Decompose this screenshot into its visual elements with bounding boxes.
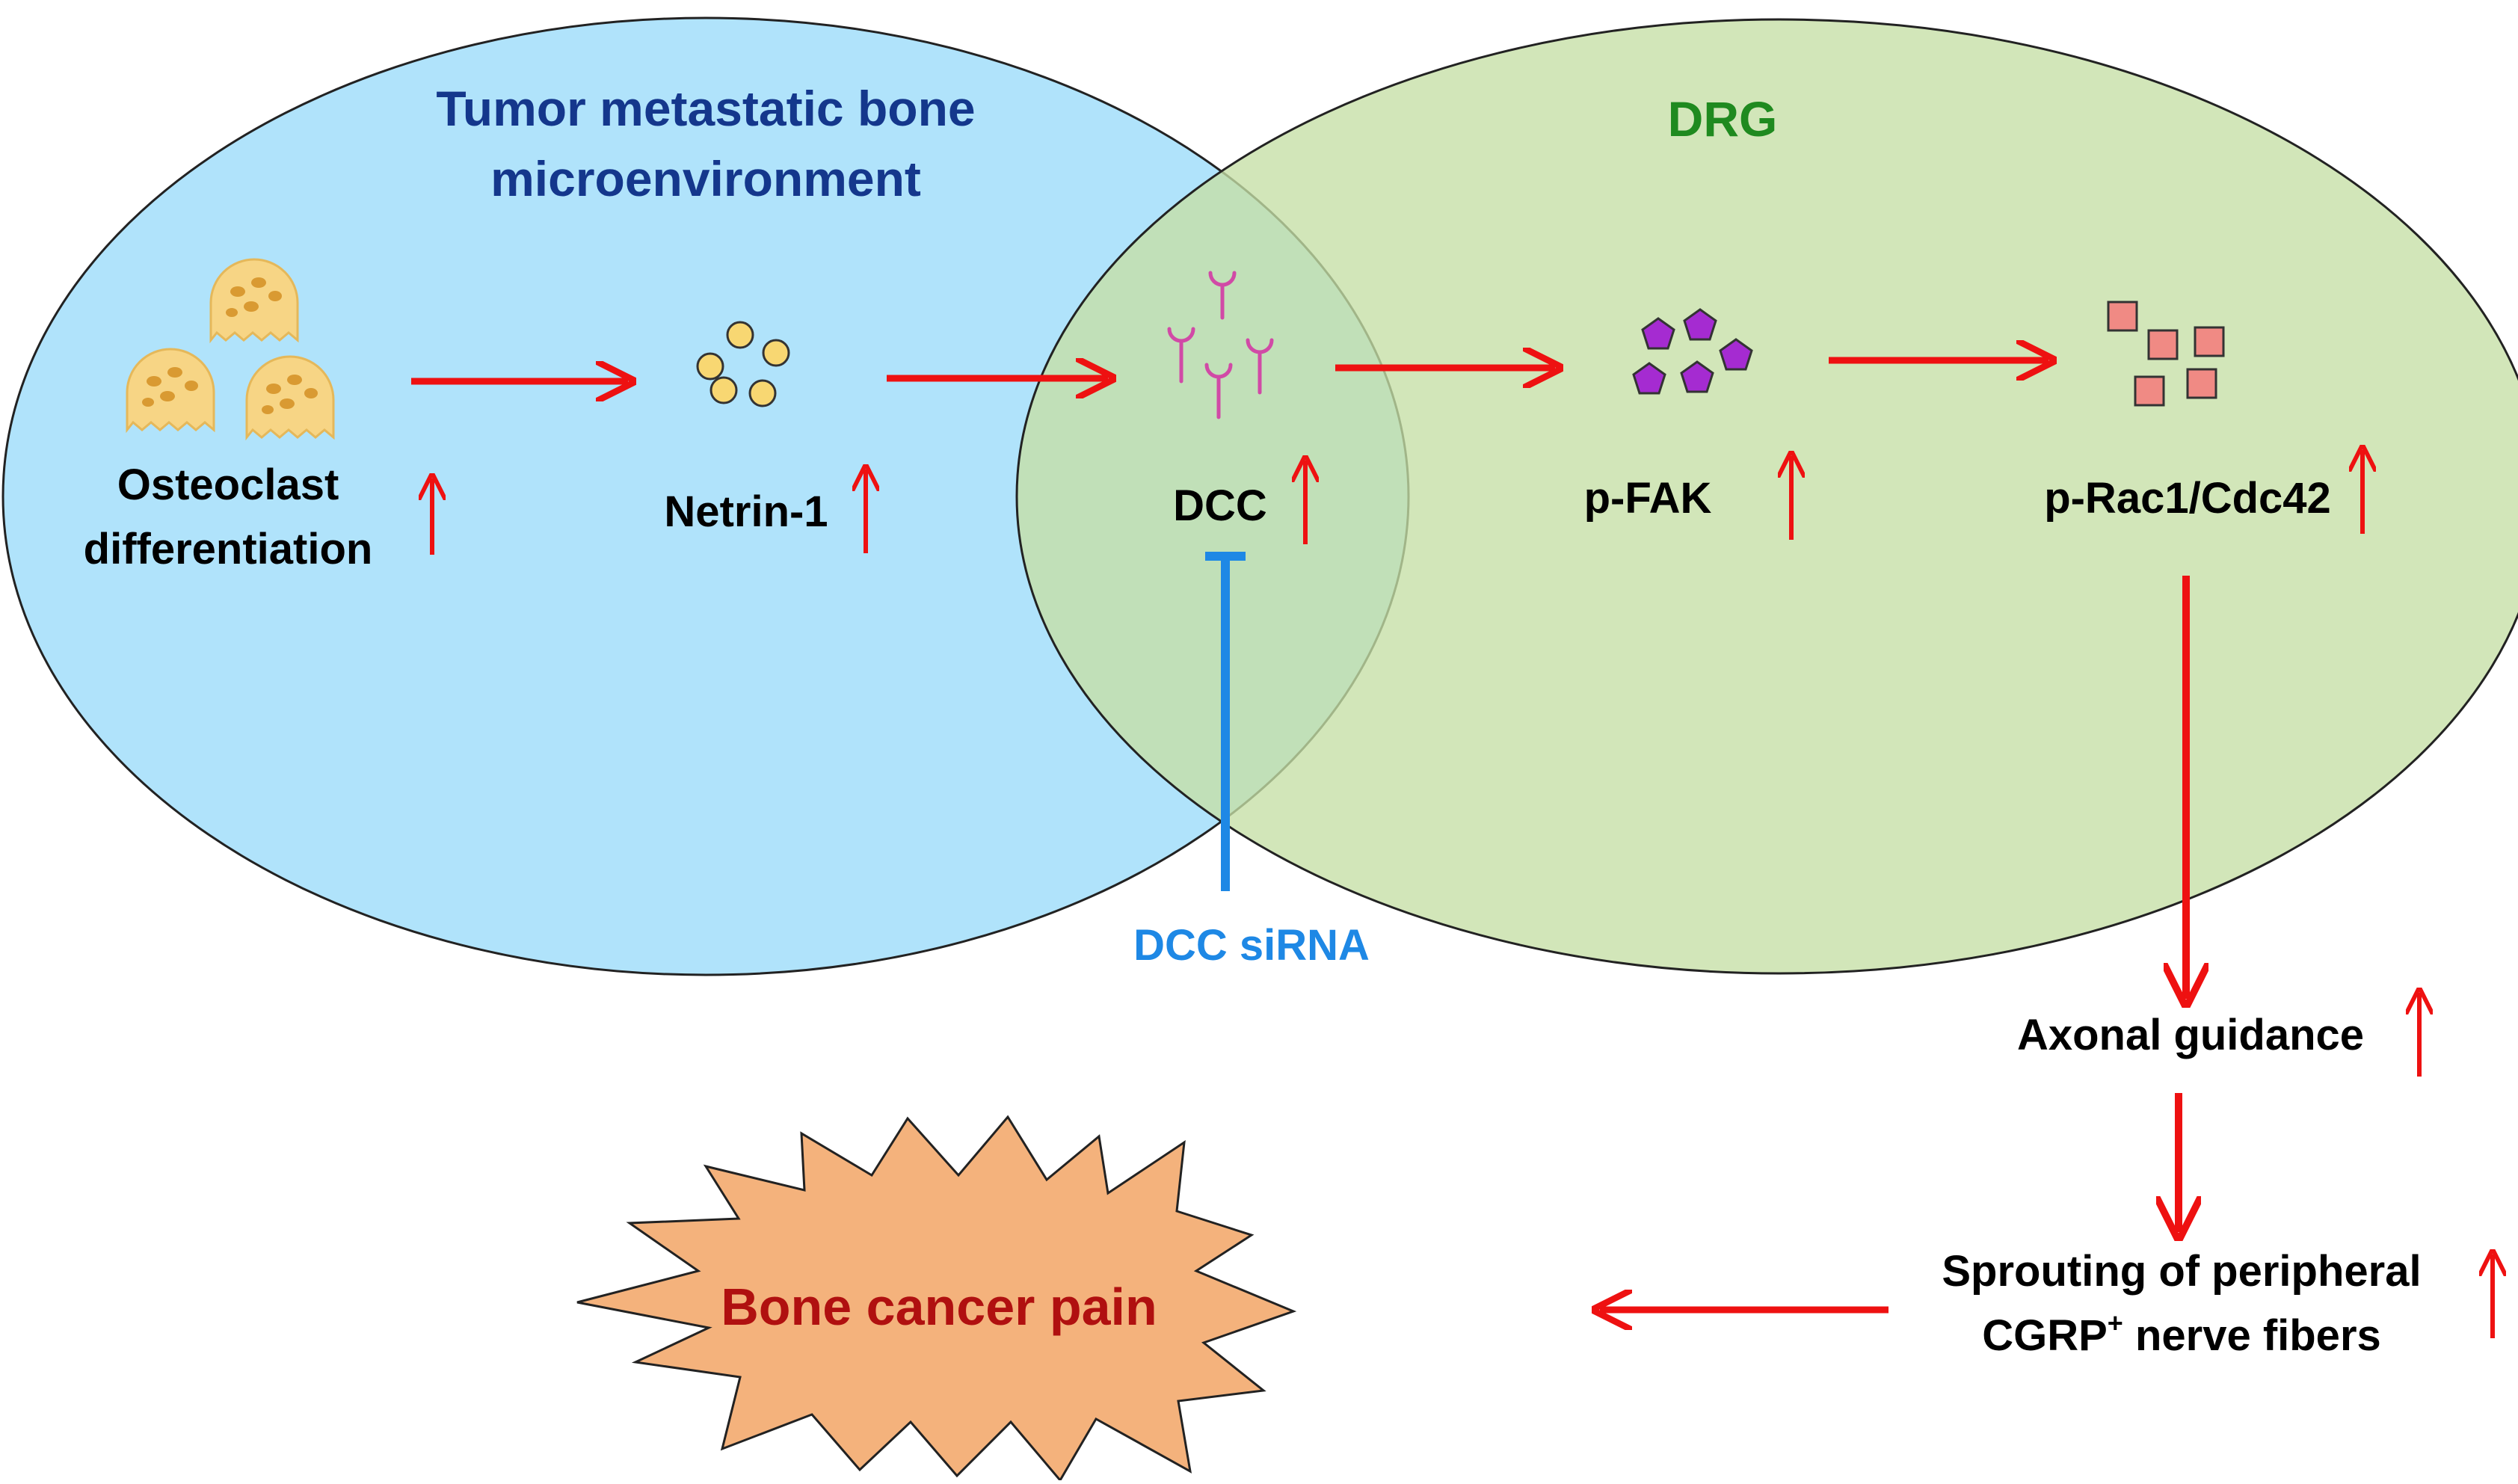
prac-squares-icon [2107, 301, 2225, 407]
netrin-label: Netrin-1 [664, 487, 828, 536]
osteoclast-cells-icon [126, 258, 335, 441]
drg-region-title: DRG [1668, 91, 1778, 147]
dcc-sirna-label: DCC siRNA [1133, 921, 1370, 970]
osteoclast-label-line1: Osteoclast [117, 461, 339, 509]
sprouting-label-line2: CGRP+ nerve fibers [1982, 1308, 2381, 1360]
axonal-guidance-label: Axonal guidance [2017, 1011, 2364, 1059]
dcc-label: DCC [1173, 481, 1267, 530]
netrin-molecules-icon [696, 321, 790, 407]
drg-region [1015, 18, 2518, 975]
osteoclast-label-line2: differentiation [84, 525, 373, 573]
prac-label: p-Rac1/Cdc42 [2044, 474, 2331, 523]
bone-cancer-pain-starburst [576, 1115, 1297, 1483]
pfak-label: p-FAK [1584, 474, 1712, 523]
sprouting-label-line1: Sprouting of peripheral [1942, 1247, 2421, 1296]
tumor-region-title-line2: microenvironment [490, 151, 921, 206]
bone-cancer-pain-label: Bone cancer pain [721, 1278, 1157, 1336]
pfak-pentagons-icon [1632, 308, 1753, 395]
dcc-receptors-icon [1167, 271, 1274, 419]
tumor-region-title-line1: Tumor metastatic bone [436, 81, 975, 136]
